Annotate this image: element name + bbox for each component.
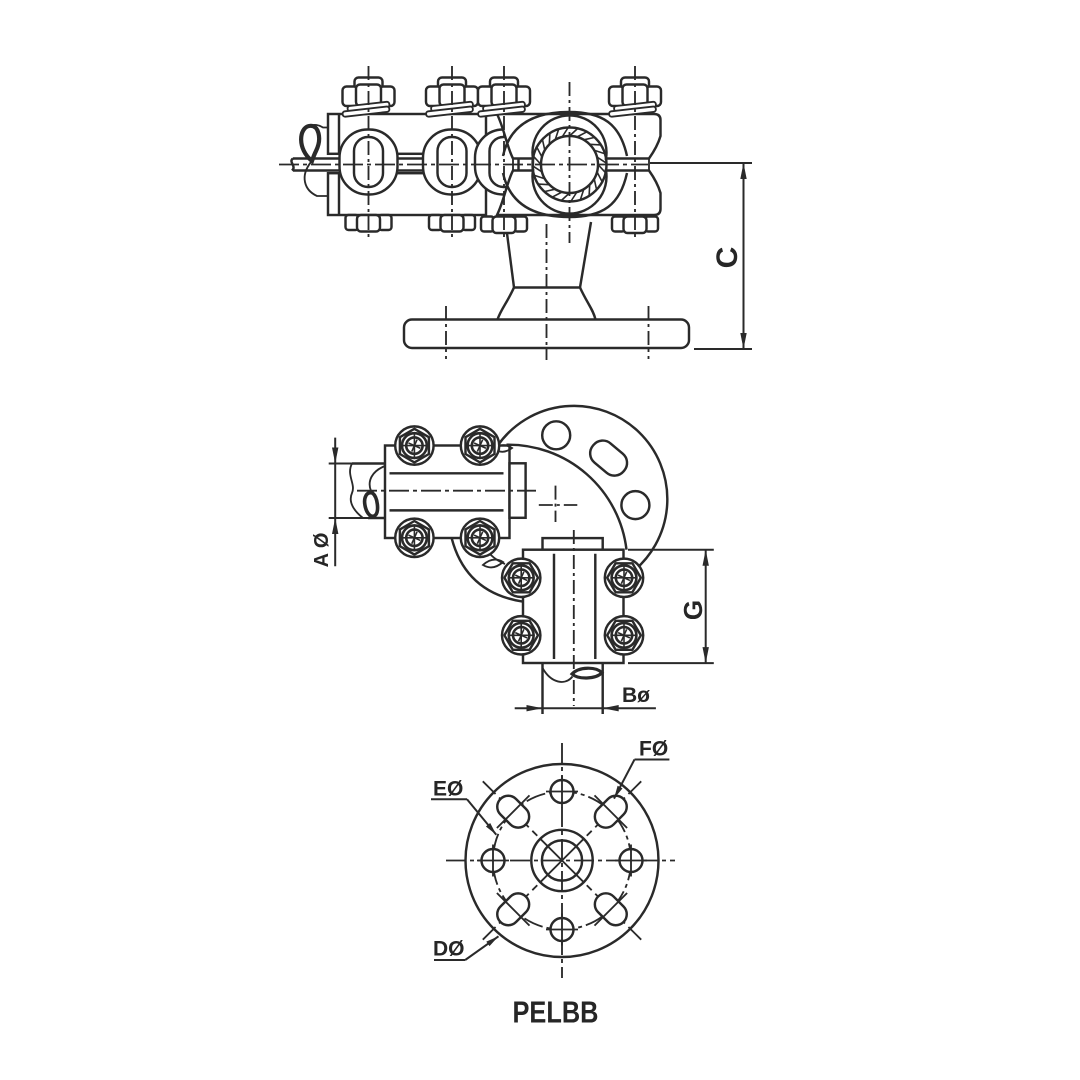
- svg-text:G: G: [678, 600, 708, 620]
- svg-text:A Ø: A Ø: [311, 533, 333, 568]
- svg-text:EØ: EØ: [433, 778, 463, 801]
- svg-text:FØ: FØ: [639, 738, 668, 761]
- svg-text:Bø: Bø: [622, 684, 650, 707]
- svg-text:DØ: DØ: [433, 938, 465, 961]
- svg-text:C: C: [711, 247, 744, 269]
- svg-text:PELBB: PELBB: [513, 995, 599, 1030]
